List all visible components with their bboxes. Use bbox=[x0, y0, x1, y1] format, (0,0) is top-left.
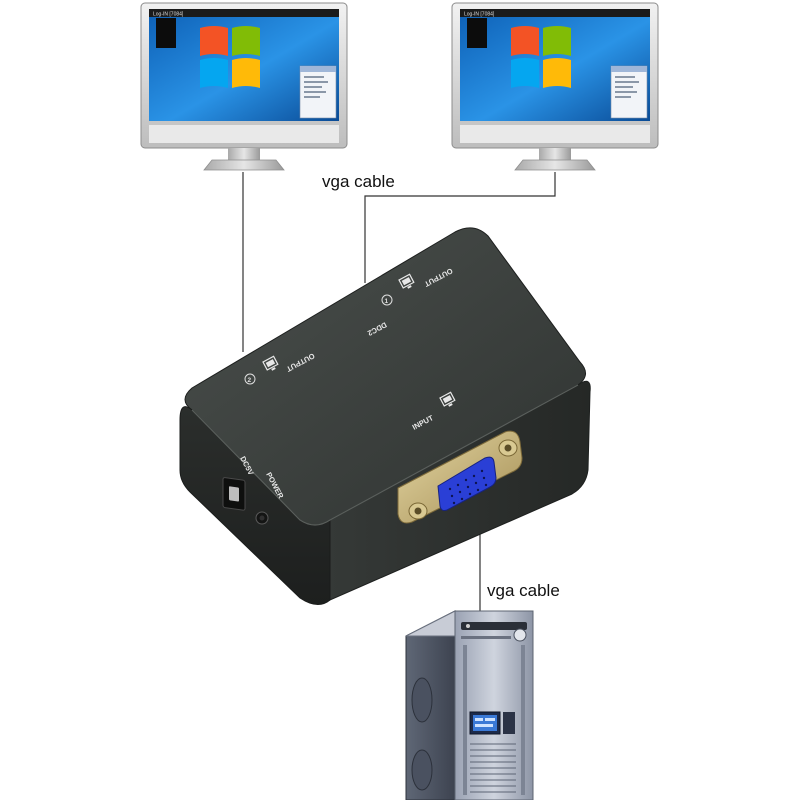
port-1-number-icon bbox=[381, 294, 393, 306]
cable-label-bottom: vga cable bbox=[487, 581, 560, 600]
pc-tower bbox=[405, 610, 534, 800]
dc-power-socket[interactable] bbox=[222, 477, 246, 511]
monitor-left: Log-IN [7084] bbox=[140, 2, 348, 171]
monitor-right: Log-IN [7084] bbox=[451, 2, 659, 171]
cable-label-top: vga cable bbox=[322, 172, 395, 191]
vga-splitter: DC5V POWER 2 OUTPUT DDC2 1 OUTPUT bbox=[179, 227, 591, 605]
monitor-symbol-icon bbox=[398, 273, 415, 289]
svg-text:Log-IN [7084]: Log-IN [7084] bbox=[464, 12, 495, 18]
svg-text:1: 1 bbox=[385, 298, 389, 305]
svg-text:Log-IN [7084]: Log-IN [7084] bbox=[153, 12, 184, 18]
port-2-number-icon bbox=[244, 373, 256, 385]
monitor-symbol-icon bbox=[262, 355, 279, 371]
monitor-symbol-icon bbox=[439, 391, 456, 407]
screw-post-icon bbox=[498, 439, 518, 457]
screw-post-icon bbox=[408, 502, 428, 520]
power-button-icon bbox=[513, 628, 527, 642]
windows-logo-icon bbox=[511, 26, 571, 88]
vga-input-port[interactable] bbox=[397, 430, 523, 524]
cable-right-monitor bbox=[364, 172, 556, 283]
windows-logo-icon bbox=[200, 26, 260, 88]
svg-text:2: 2 bbox=[248, 377, 252, 384]
